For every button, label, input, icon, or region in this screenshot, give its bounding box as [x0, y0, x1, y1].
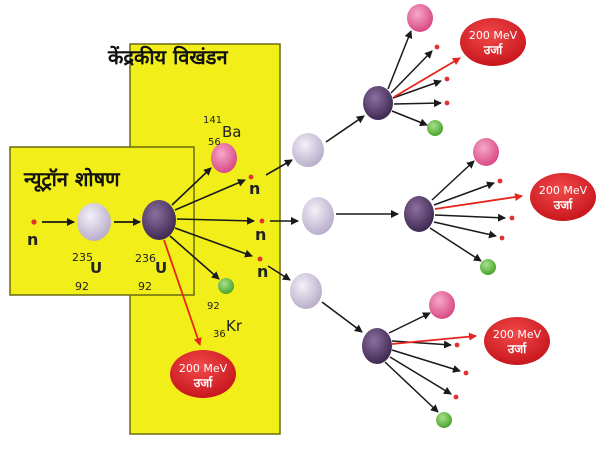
- arrow-u236-to-energy: [163, 239, 202, 346]
- krypton-symbol: Kr: [226, 317, 243, 335]
- branch1-arrow-n1: [390, 50, 433, 94]
- branch3-arrow-n3: [389, 356, 452, 395]
- branch2-u236-nucleus: [404, 196, 434, 232]
- barium-mass-number: 141: [203, 115, 222, 126]
- branch3-neutron-1: [454, 342, 460, 348]
- branch2-neutron-2: [509, 215, 515, 221]
- branch1-energy-word: उर्जा: [483, 43, 504, 57]
- branch2-energy-burst: [530, 173, 596, 221]
- fission-title: केंद्रकीय विखंडन: [107, 45, 228, 69]
- branch1-arrow-energy: [393, 57, 461, 98]
- arrow-neutron-to-top-nucleus: [265, 159, 293, 176]
- branch2-neutron-1: [497, 178, 503, 184]
- incoming-neutron-dot: [31, 219, 37, 225]
- branch3-arrow-krypton: [384, 361, 439, 413]
- branch1-arrow-krypton: [391, 110, 428, 127]
- branch2-arrow-n3: [433, 221, 497, 239]
- branch3-energy-burst: [484, 317, 550, 365]
- branch1-neutron-2: [444, 76, 450, 82]
- krypton-mass-number: 92: [207, 301, 220, 312]
- released-neutron-bottom-dot: [257, 256, 263, 262]
- branch1-neutron-1: [434, 44, 440, 50]
- branch2-arrow-krypton: [429, 227, 482, 262]
- branch1-neutron-3: [444, 100, 450, 106]
- branch3-arrow-to-u236: [321, 301, 363, 333]
- branch3-arrow-energy: [391, 332, 477, 345]
- energy-burst-main-word: उर्जा: [193, 376, 214, 390]
- u236-atomic-number: 92: [138, 280, 152, 293]
- incoming-neutron-label: n: [27, 230, 38, 249]
- branch1-u235-nucleus: [292, 133, 324, 167]
- arrow-u236-to-krypton: [169, 235, 220, 280]
- energy-burst-main: [170, 350, 236, 398]
- arrow-u236-to-barium: [171, 167, 212, 206]
- branch3-krypton: [436, 412, 452, 428]
- branch3-arrow-n2: [391, 349, 461, 373]
- released-neutron-bottom-label: n: [257, 262, 268, 281]
- branch3-neutron-3: [453, 394, 459, 400]
- u235-atomic-number: 92: [75, 280, 89, 293]
- branch1-arrow-barium: [387, 30, 413, 90]
- branch3-arrow-barium: [388, 312, 431, 334]
- branch3-energy-value: 200 MeV: [493, 328, 542, 341]
- u236-mass-number: 236: [135, 252, 156, 265]
- branch3-arrow-n1: [391, 340, 452, 349]
- krypton-nucleus: [218, 278, 234, 294]
- branch2-arrow-energy: [434, 193, 523, 210]
- branch1-barium: [407, 4, 433, 32]
- released-neutron-mid-label: n: [255, 225, 266, 244]
- arrow-neutron-to-bottom-nucleus: [267, 265, 291, 281]
- arrow-u236-to-neutron-mid: [176, 216, 255, 225]
- branch1-energy-burst: [460, 18, 526, 66]
- barium-symbol: Ba: [222, 123, 241, 141]
- absorption-title: न्यूट्रॉन शोषण: [23, 167, 121, 192]
- branch2-barium: [473, 138, 499, 166]
- u235-symbol: U: [90, 259, 102, 277]
- branch1-arrow-to-u236: [325, 115, 365, 143]
- branch3-energy-word: उर्जा: [507, 342, 528, 356]
- branch1-krypton: [427, 120, 443, 136]
- arrow-u236-to-neutron-top: [174, 179, 246, 211]
- branch2-energy-value: 200 MeV: [539, 184, 588, 197]
- branch3-neutron-2: [463, 370, 469, 376]
- branch2-arrow-barium: [431, 160, 475, 201]
- branch2-energy-word: उर्जा: [553, 198, 574, 212]
- branch3-u236-nucleus: [362, 328, 392, 364]
- branch2-neutron-3: [499, 235, 505, 241]
- released-neutron-top-dot: [248, 174, 254, 180]
- branch2-arrow-n2: [434, 213, 506, 222]
- energy-burst-main-value: 200 MeV: [179, 362, 228, 375]
- branch3-barium: [429, 291, 455, 319]
- u235-mass-number: 235: [72, 251, 93, 264]
- u235-nucleus: [77, 203, 111, 241]
- krypton-atomic-number: 36: [213, 329, 226, 340]
- arrow-u236-to-neutron-bottom: [174, 227, 253, 258]
- barium-atomic-number: 56: [208, 137, 221, 148]
- barium-nucleus: [211, 143, 237, 173]
- released-neutron-mid-dot: [259, 218, 265, 224]
- u236-symbol: U: [155, 259, 167, 277]
- u236-nucleus: [142, 200, 176, 240]
- branch1-u236-nucleus: [363, 86, 393, 120]
- branch1-arrow-n2: [392, 79, 442, 99]
- branch1-arrow-n3: [393, 99, 442, 108]
- branch2-u235-nucleus: [302, 197, 334, 235]
- branch3-u235-nucleus: [290, 273, 322, 309]
- branch2-krypton: [480, 259, 496, 275]
- branch2-arrow-n1: [433, 181, 495, 206]
- released-neutron-top-label: n: [249, 179, 260, 198]
- branch1-energy-value: 200 MeV: [469, 29, 518, 42]
